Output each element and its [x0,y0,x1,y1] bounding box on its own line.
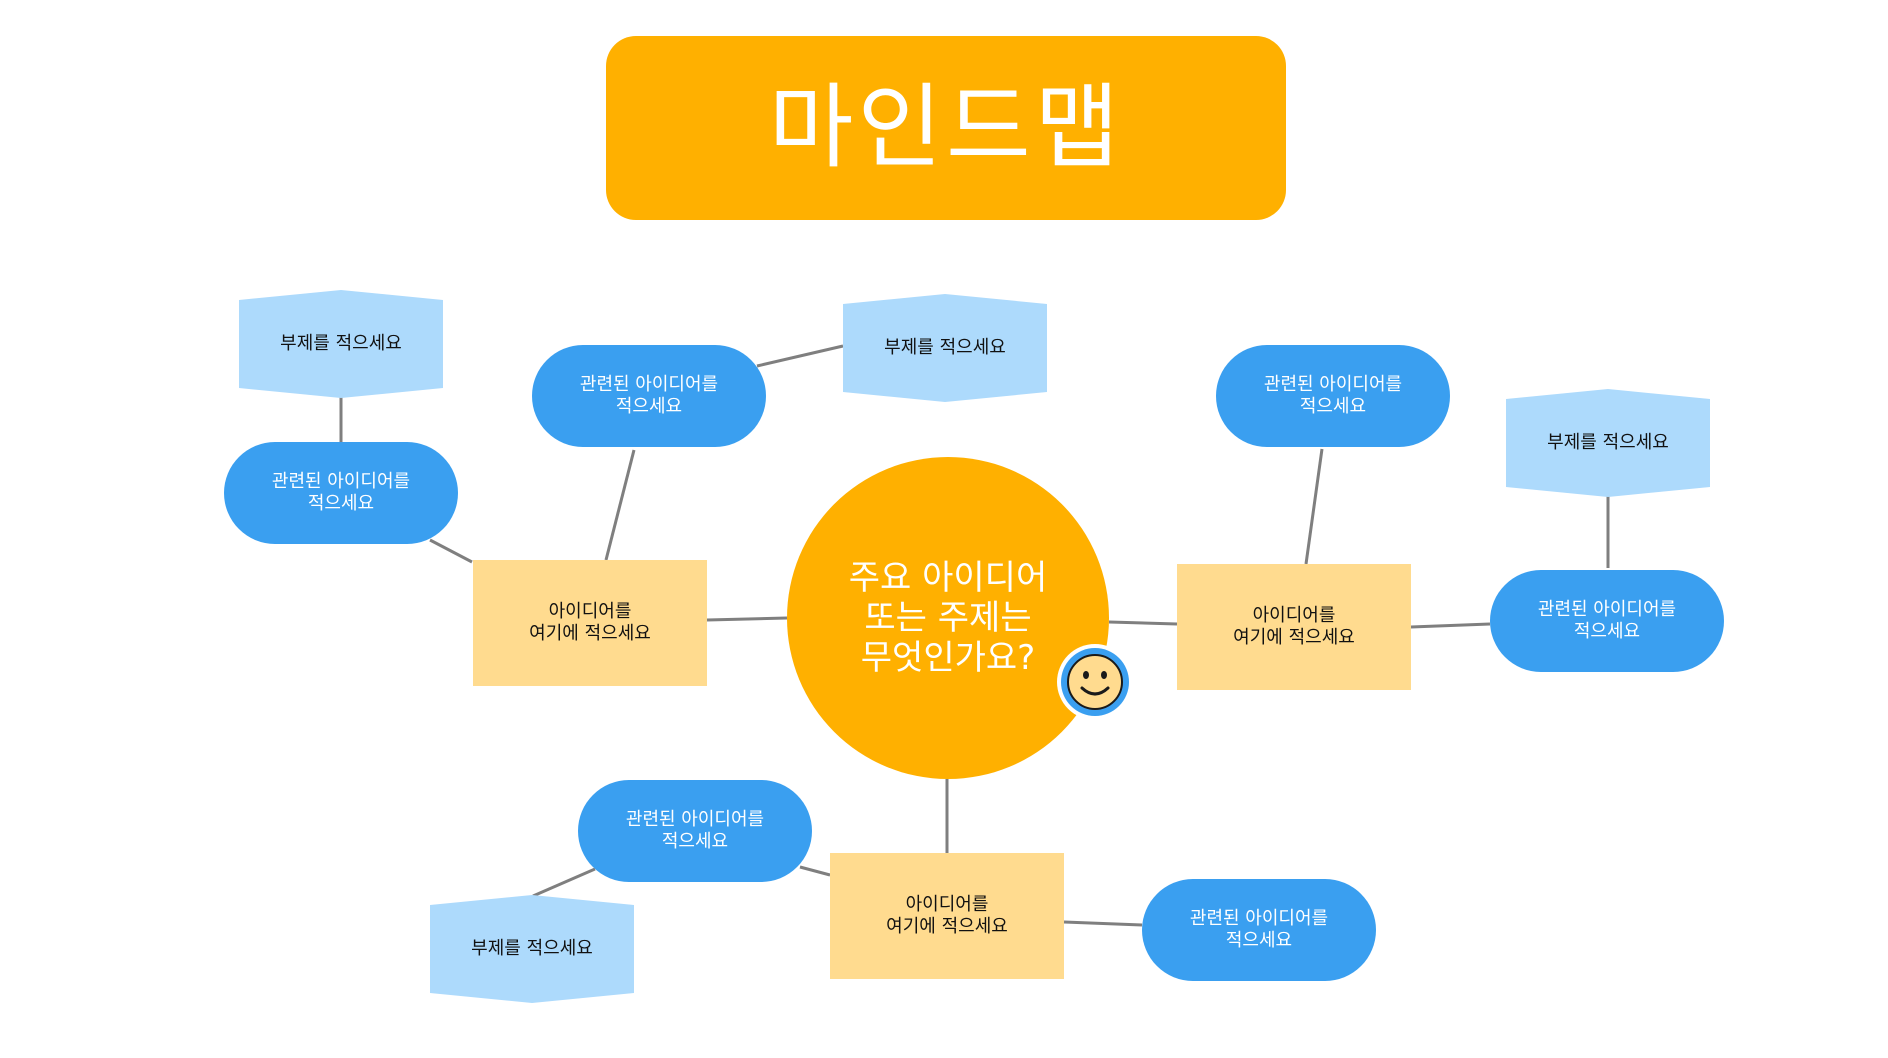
related-idea-text: 관련된 아이디어를 적으세요 [579,374,719,417]
idea-box-text: 아이디어를 여기에 적으세요 [529,601,651,644]
connector-line [1108,620,1178,626]
related-idea-text: 관련된 아이디어를 적으세요 [625,809,765,852]
related-idea-top-left[interactable]: 관련된 아이디어를 적으세요 [532,345,766,447]
subtopic-bottom-left[interactable]: 부제를 적으세요 [430,895,634,1003]
title-banner: 마인드맵 [606,36,1286,220]
related-idea-right[interactable]: 관련된 아이디어를 적으세요 [1490,570,1724,672]
subtopic-text: 부제를 적으세요 [884,337,1006,358]
connector-line [756,344,844,368]
subtopic-shape [843,294,1047,402]
related-idea-bottom-left[interactable]: 관련된 아이디어를 적으세요 [578,780,812,882]
connector-line [1304,448,1324,565]
smiley-face-icon [1057,644,1133,720]
subtopic-text: 부제를 적으세요 [471,938,593,959]
related-idea-text: 관련된 아이디어를 적으세요 [1263,374,1403,417]
idea-box-text: 아이디어를 여기에 적으세요 [1233,605,1355,648]
subtopic-shape [430,895,634,1003]
related-idea-top-right[interactable]: 관련된 아이디어를 적으세요 [1216,345,1450,447]
related-idea-bottom-right[interactable]: 관련된 아이디어를 적으세요 [1142,879,1376,981]
connector-line [1063,920,1143,927]
related-idea-text: 관련된 아이디어를 적으세요 [1189,908,1329,951]
connector-line [429,538,473,564]
subtopic-shape [1506,389,1710,497]
subtopic-text: 부제를 적으세요 [280,333,402,354]
subtopic-right[interactable]: 부제를 적으세요 [1506,389,1710,497]
connector-line [532,867,596,898]
connector-line [799,865,831,877]
page-title: 마인드맵 [768,74,1124,181]
idea-box-bottom[interactable]: 아이디어를 여기에 적으세요 [830,853,1064,979]
idea-box-text: 아이디어를 여기에 적으세요 [886,894,1008,937]
central-topic-text: 주요 아이디어 또는 주제는 무엇인가요? [848,558,1048,678]
related-idea-left[interactable]: 관련된 아이디어를 적으세요 [224,442,458,544]
connector-line [706,616,788,622]
connector-line [1410,622,1491,629]
subtopic-top[interactable]: 부제를 적으세요 [843,294,1047,402]
subtopic-shape [239,290,443,398]
central-topic[interactable]: 주요 아이디어 또는 주제는 무엇인가요? [787,457,1109,779]
subtopic-top-left[interactable]: 부제를 적으세요 [239,290,443,398]
connector-line [604,449,636,561]
idea-box-left[interactable]: 아이디어를 여기에 적으세요 [473,560,707,686]
related-idea-text: 관련된 아이디어를 적으세요 [1537,599,1677,642]
related-idea-text: 관련된 아이디어를 적으세요 [271,471,411,514]
subtopic-text: 부제를 적으세요 [1547,432,1669,453]
idea-box-right[interactable]: 아이디어를 여기에 적으세요 [1177,564,1411,690]
